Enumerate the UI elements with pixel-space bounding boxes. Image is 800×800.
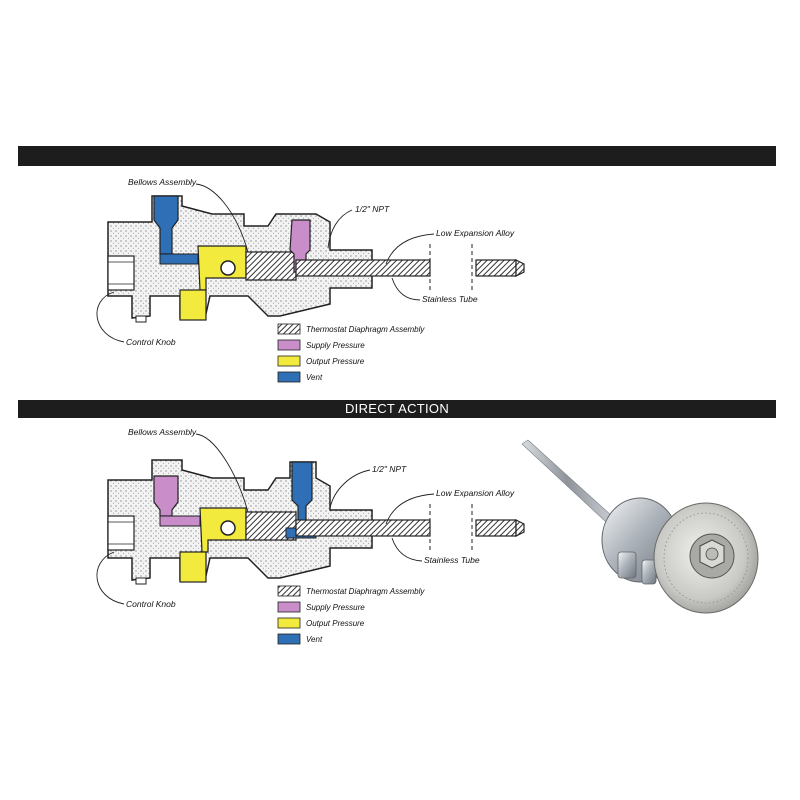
legend-swatch-diaphragm [277,585,301,597]
stainless-tube [295,259,431,277]
top-header-bar [18,146,776,166]
legend-label-supply: Supply Pressure [306,603,365,612]
label-low-expansion-alloy: Low Expansion Alloy [436,228,515,238]
label-npt: 1/2" NPT [355,204,390,214]
output-port [179,551,207,583]
legend-label-supply: Supply Pressure [306,341,365,350]
legend-top: Thermostat Diaphragm Assembly Supply Pre… [277,323,425,383]
legend-bottom: Thermostat Diaphragm Assembly Supply Pre… [277,585,425,645]
section-title-bar: DIRECT ACTION [18,400,776,418]
label-control-knob: Control Knob [126,337,176,347]
label-low-expansion-alloy: Low Expansion Alloy [436,488,515,498]
ball-valve [220,520,236,536]
label-npt: 1/2" NPT [372,464,407,474]
control-knob [107,255,135,291]
legend-swatch-supply [277,339,301,351]
section-title: DIRECT ACTION [344,401,450,416]
legend-label-diaphragm: Thermostat Diaphragm Assembly [306,325,425,334]
label-bellows-assembly: Bellows Assembly [128,177,197,187]
control-knob [107,515,135,551]
legend-label-vent: Vent [306,373,323,382]
legend-label-output: Output Pressure [306,619,365,628]
legend-swatch-output [277,355,301,367]
stainless-tube [295,519,431,537]
legend-label-diaphragm: Thermostat Diaphragm Assembly [306,587,425,596]
legend-swatch-vent [277,371,301,383]
diaphragm-assembly [245,251,297,281]
legend-label-vent: Vent [306,635,323,644]
label-control-knob: Control Knob [126,599,176,609]
label-stainless-tube: Stainless Tube [422,294,478,304]
tube-tip [475,259,517,277]
output-port [179,289,207,321]
legend-label-output: Output Pressure [306,357,365,366]
thermostat-product-photo [521,439,759,614]
legend-swatch-supply [277,601,301,613]
port-fitting [617,551,637,579]
legend-swatch-vent [277,633,301,645]
tube-tip [475,519,517,537]
diagram-bottom: Bellows Assembly 1/2" NPT Low Expansion … [96,427,525,645]
diagram-top: Bellows Assembly 1/2" NPT Low Expansion … [96,177,525,383]
label-stainless-tube: Stainless Tube [424,555,480,565]
legend-swatch-diaphragm [277,323,301,335]
legend-swatch-output [277,617,301,629]
probe-rod [521,439,613,523]
ball-valve [220,260,236,276]
label-bellows-assembly: Bellows Assembly [128,427,197,437]
